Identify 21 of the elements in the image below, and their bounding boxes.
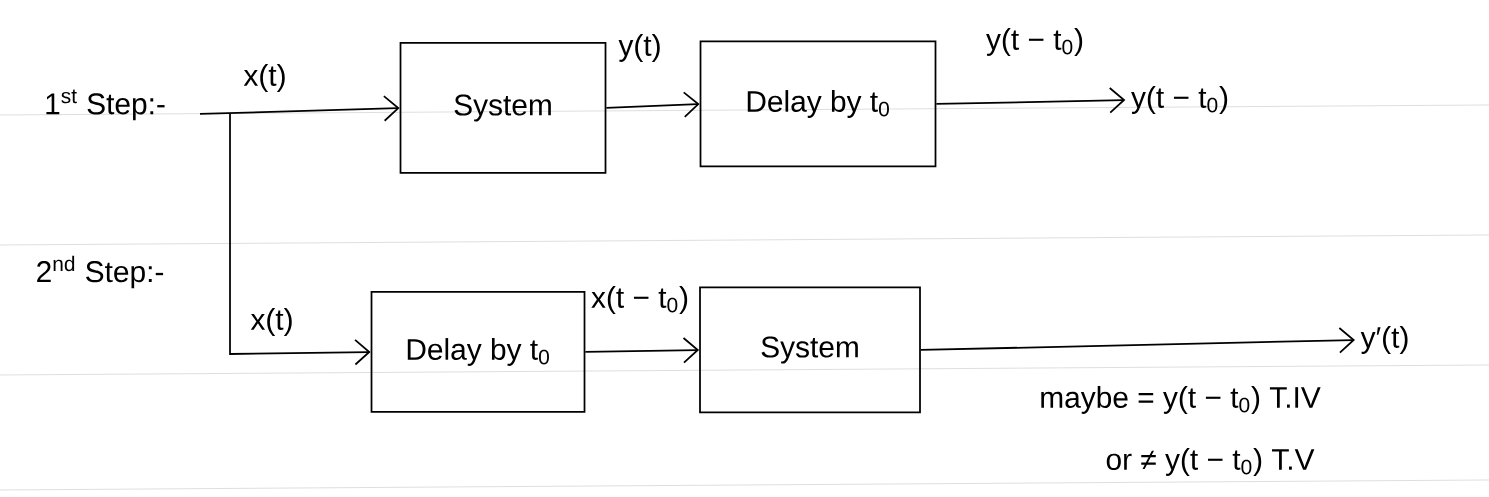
arrow xyxy=(199,95,400,122)
edge-label: x(t) xyxy=(248,306,296,338)
arrow xyxy=(920,327,1355,354)
edge-label: x(t) xyxy=(241,62,289,94)
output-signal: y′(t) xyxy=(1360,326,1408,354)
system-box: Delay by t$_{0}$ xyxy=(370,291,586,413)
edge-label: y(t) xyxy=(616,32,664,64)
note-text: 2$^{nd}$ Step:- xyxy=(37,255,164,289)
output-signal: y(t − t$_{0}$) xyxy=(1131,86,1228,114)
note-text: 1$^{st}$ Step:- xyxy=(46,89,165,121)
note-text: or ≠ y(t − t$_{0}$) T.V xyxy=(1106,448,1315,476)
arrow xyxy=(229,113,371,366)
arrow xyxy=(935,87,1126,114)
note-text: maybe = y(t − t$_{0}$) T.IV xyxy=(1041,386,1321,414)
edge-label: x(t − t$_{0}$) xyxy=(589,284,691,316)
system-box: System xyxy=(699,286,921,414)
arrow xyxy=(584,337,700,364)
edge-label: y(t − t$_{0}$) xyxy=(984,26,1086,58)
system-box: System xyxy=(399,42,607,174)
arrow xyxy=(605,91,700,118)
system-box: Delay by t$_{0}$ xyxy=(699,40,937,168)
